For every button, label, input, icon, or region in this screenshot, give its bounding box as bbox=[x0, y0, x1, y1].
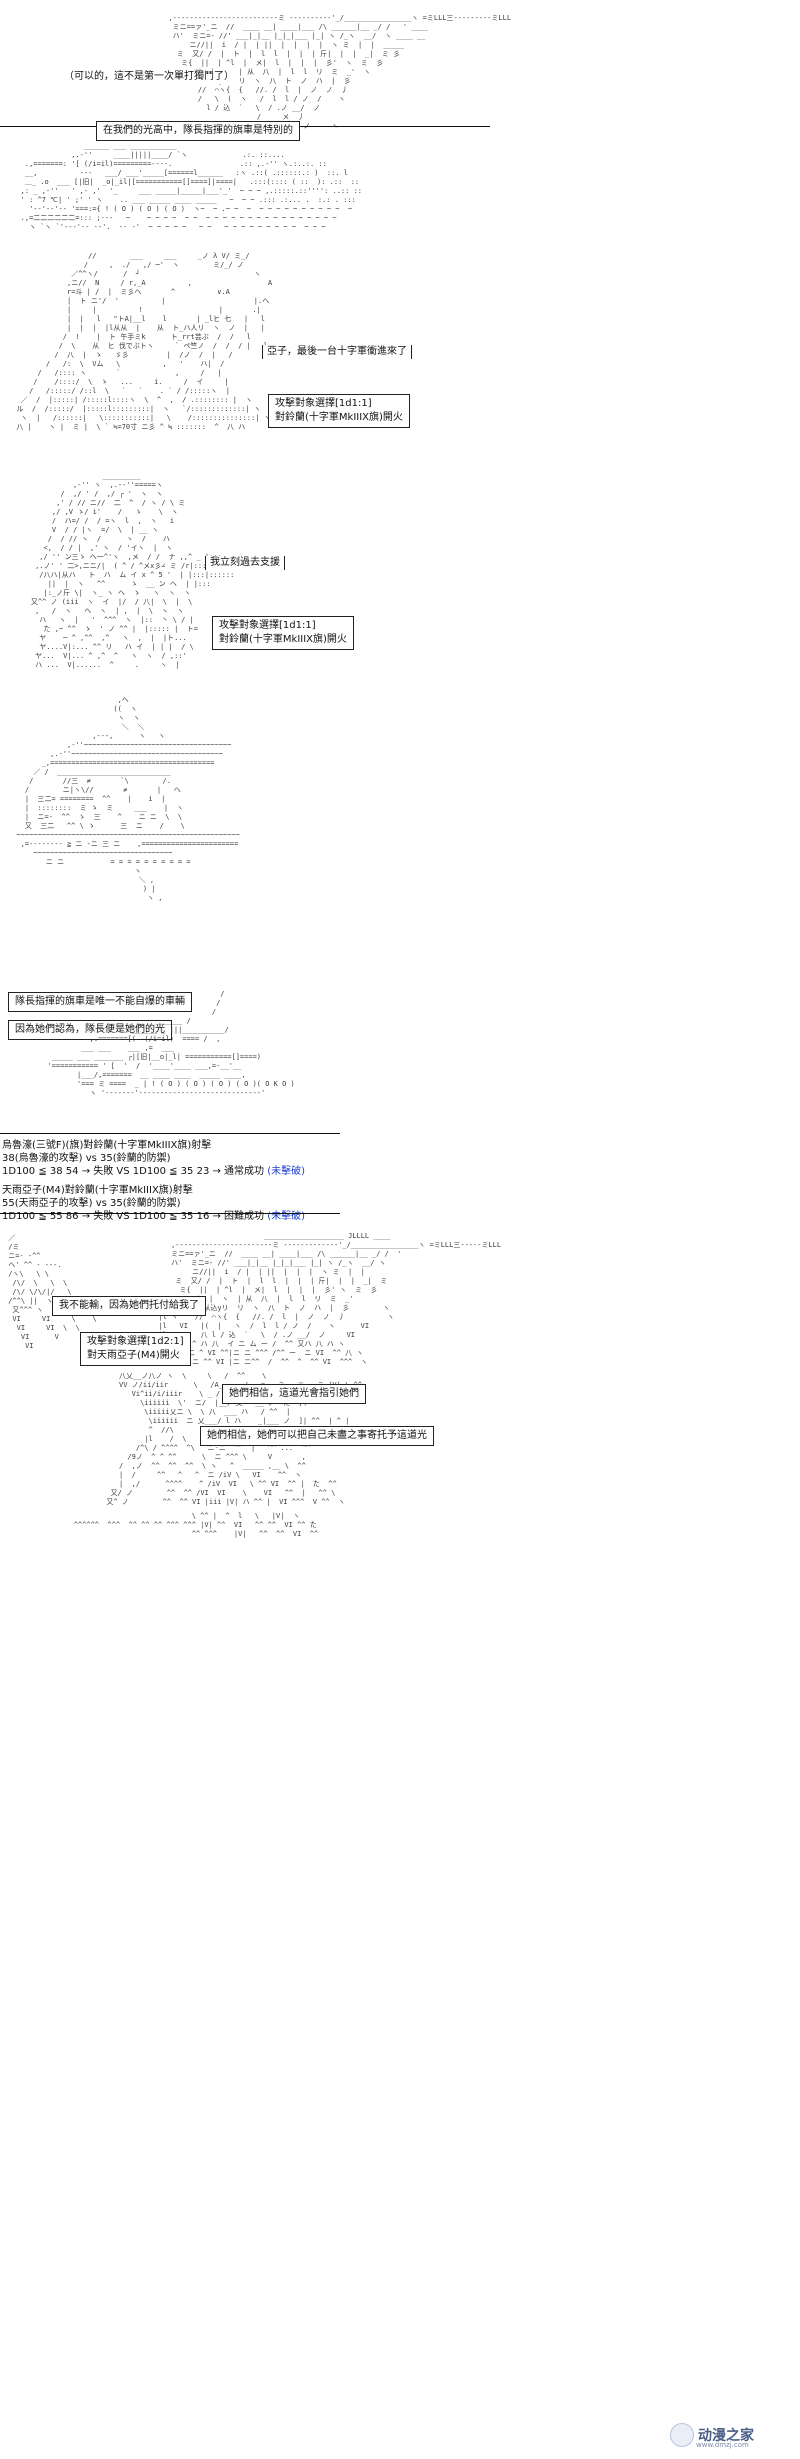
narration-box: 她們相信，她們可以把自己未盡之事寄托予這道光 bbox=[200, 1426, 434, 1446]
site-watermark: 动漫之家 www.dmzj.com bbox=[670, 2420, 796, 2450]
outcome-badge: (未擊破) bbox=[267, 1211, 306, 1222]
result-line: 1D100 ≦ 38 54 → 失敗 VS 1D100 ≦ 35 23 → 通常… bbox=[2, 1166, 306, 1177]
ascii-art-tanks-battle: ______ ___ ___________ ,.-'' ____|||||__… bbox=[20, 142, 363, 231]
action-fire-line: 對鈴蘭(十字軍MkIIIX旗)開火 bbox=[219, 634, 347, 645]
action-box: 攻擊對象選擇[1d1:1] 對鈴蘭(十字軍MkIIIX旗)開火 bbox=[268, 394, 410, 428]
outcome-badge: (未擊破) bbox=[267, 1166, 306, 1177]
action-box: 攻擊對象選擇[1d1:1] 對鈴蘭(十字軍MkIIIX旗)開火 bbox=[212, 616, 354, 650]
speech-bubble: 我不能輸，因為她們托付給我了 bbox=[52, 1296, 206, 1316]
result-line: 天雨亞子(M4)對鈴蘭(十字軍MkIIIX旗)射擊 bbox=[2, 1185, 193, 1196]
action-target-line: 攻擊對象選擇[1d1:1] bbox=[275, 398, 372, 409]
action-target-line: 攻擊對象選擇[1d1:1] bbox=[219, 620, 316, 631]
ascii-art-gunner-portrait: _________ ,-'' ヽ ,.--''=====ヽ / ,/ ' / ,… bbox=[30, 472, 235, 669]
result-line: 1D100 ≦ 55 86 → 失敗 VS 1D100 ≦ 35 16 → 困難… bbox=[2, 1211, 306, 1222]
ascii-art-flag-tank: / / / ______ / ______ _ |||__________/ bbox=[47, 990, 295, 1097]
watermark-brand: 动漫之家 bbox=[698, 2428, 754, 2444]
narration-box: 隊長指揮的旗車是唯一不能自爆的車輛 bbox=[8, 992, 192, 1012]
action-target-line: 攻擊對象選擇[1d2:1] bbox=[87, 1336, 184, 1347]
action-box: 攻擊對象選擇[1d2:1] 對天雨亞子(M4)開火 bbox=[80, 1332, 191, 1366]
result-divider-bottom bbox=[0, 1213, 340, 1214]
result-line: 38(烏魯濠的攻擊) vs 35(鈴蘭的防禦) bbox=[2, 1153, 171, 1164]
result-divider-top bbox=[0, 1133, 340, 1134]
ascii-art-ground: \ ^^ | ^ l \ |V| ヽ ^^^^^^ ^^^ ^^ ^^ ^^ ^… bbox=[73, 1512, 319, 1538]
ascii-art-girl-portrait: ,-------------------------ミ ----------'_… bbox=[168, 14, 512, 130]
result-line: 烏魯濠(三號F)(旗)對鈴蘭(十字軍MkIIIX旗)射擊 bbox=[2, 1140, 212, 1151]
speech-bubble: 亞子，最後一台十字軍衝進來了 bbox=[262, 345, 412, 359]
ascii-art-commander-portrait: // ___ ___ _ノ λ V/ ミ_/ / , ./ ,/ ─' ヽ ミ/… bbox=[16, 252, 277, 431]
battle-result-log: 烏魯濠(三號F)(旗)對鈴蘭(十字軍MkIIIX旗)射擊 38(烏魯濠的攻擊) … bbox=[2, 1139, 305, 1223]
ascii-art-tank-gun-firing: ,へ (( ヽ ヽ ヽ ＼ ＼ ,---, ヽ ヽ ,-''~~~~~~~~~~… bbox=[16, 696, 240, 902]
result-line: 55(天雨亞子的攻擊) vs 35(鈴蘭的防禦) bbox=[2, 1198, 181, 1209]
narration-box: 在我們的光高中，隊長指揮的旗車是特別的 bbox=[96, 121, 300, 141]
narration-box: 因為她們認為，隊長便是她們的光 bbox=[8, 1020, 172, 1040]
action-fire-line: 對天雨亞子(M4)開火 bbox=[87, 1350, 180, 1361]
watermark-url: www.dmzj.com bbox=[696, 2441, 749, 2449]
action-fire-line: 對鈴蘭(十字軍MkIIIX旗)開火 bbox=[275, 412, 403, 423]
narration-box: 她們相信，這道光會指引她們 bbox=[222, 1384, 366, 1404]
dialogue-line: （可以的，這不是第一次單打獨鬥了） bbox=[60, 70, 238, 84]
speech-bubble: 我立刻過去支援 bbox=[205, 556, 285, 570]
ascii-art-commander-crowd: ___________________ JLLLL ____ ,--------… bbox=[158, 1232, 502, 1366]
watermark-logo-icon bbox=[670, 2423, 694, 2447]
